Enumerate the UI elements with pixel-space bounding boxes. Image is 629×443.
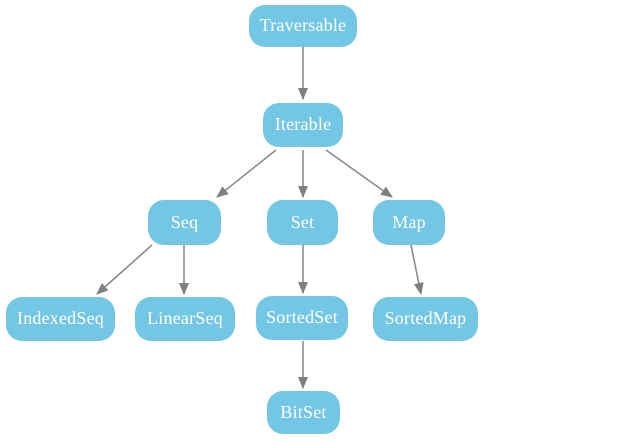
edge-iterable-seq	[216, 149, 277, 198]
node-indexedseq: IndexedSeq	[6, 297, 115, 341]
node-label: Iterable	[274, 114, 332, 134]
node-label: Traversable	[259, 15, 347, 35]
node-label: Map	[392, 211, 426, 232]
node-sortedset: SortedSet	[256, 296, 348, 340]
node-label: BitSet	[280, 401, 327, 422]
node-linearseq: LinearSeq	[135, 297, 235, 341]
edge-map-sortedmap	[410, 244, 424, 295]
edge-iterable-map	[325, 149, 393, 198]
node-set: Set	[267, 200, 338, 245]
node-label: SortedMap	[384, 308, 467, 328]
node-label: Seq	[170, 211, 199, 232]
edge-seq-indexedseq	[96, 244, 153, 295]
node-bitset: BitSet	[267, 391, 340, 434]
node-map: Map	[373, 200, 445, 245]
node-seq: Seq	[148, 200, 221, 245]
node-label: LinearSeq	[147, 308, 223, 328]
node-label: SortedSet	[266, 307, 338, 327]
node-label: IndexedSeq	[17, 308, 104, 328]
edges-group	[96, 47, 424, 389]
node-sortedmap: SortedMap	[373, 297, 478, 341]
node-traversable: Traversable	[249, 5, 357, 47]
node-label: Set	[290, 211, 315, 232]
node-iterable: Iterable	[263, 103, 343, 147]
